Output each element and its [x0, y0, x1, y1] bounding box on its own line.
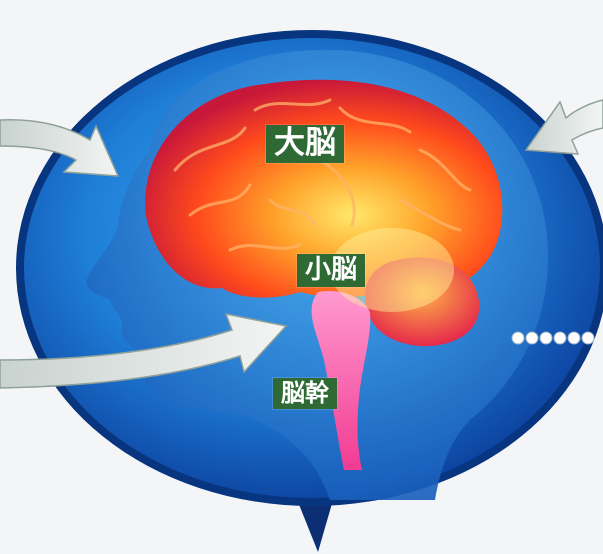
dotted-line — [511, 331, 595, 345]
cerebellum-shape — [365, 257, 480, 347]
brain — [145, 79, 503, 470]
arrow-bottom-left — [0, 312, 288, 389]
brainstem-shape — [311, 290, 371, 470]
brain-glow — [330, 228, 454, 312]
arrow-top-left — [0, 119, 120, 177]
brain-folds — [173, 98, 472, 252]
label-cerebellum: 小脳 — [297, 254, 366, 287]
label-brainstem: 脳幹 — [273, 378, 337, 409]
cerebrum-shape — [145, 79, 503, 298]
label-cerebrum: 大脳 — [266, 125, 344, 163]
arrow-top-right — [524, 99, 603, 155]
arrows — [0, 99, 603, 389]
